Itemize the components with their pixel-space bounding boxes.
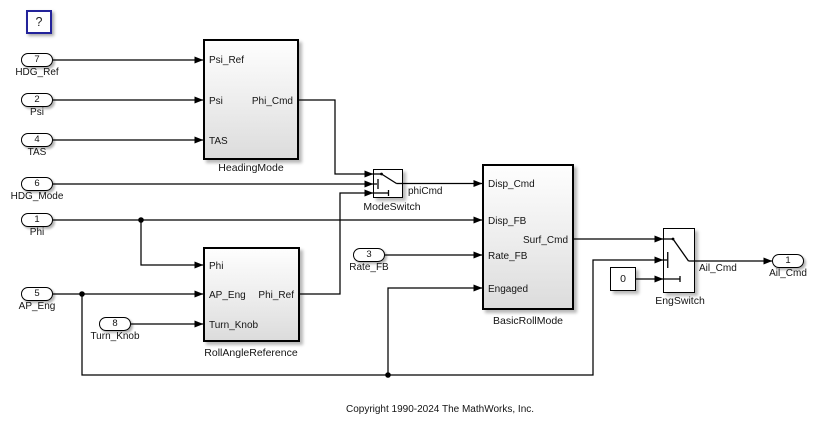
inport-number: 5 [34,288,40,299]
port-label: Phi [209,261,224,272]
inport-number: 4 [34,134,40,145]
help-button[interactable]: ? [26,10,52,34]
outport-number: 1 [785,255,791,266]
wire-ap-eng-feedback[interactable] [81,256,664,376]
port-label: TAS [209,136,228,147]
inport-tas[interactable]: 4 [21,133,53,147]
inport-ap-eng[interactable]: 5 [21,287,53,301]
constant-value: 0 [620,273,626,285]
block-mode-switch[interactable] [372,169,403,198]
inport-label-turn-knob: Turn_Knob [90,331,140,342]
block-name-roll-angle-reference: RollAngleReference [204,347,298,359]
wire-label-ail-cmd: Ail_Cmd [699,263,737,274]
port-label: Disp_FB [488,216,527,227]
outport-label-ail-cmd: Ail_Cmd [769,268,807,279]
port-label: Psi [209,96,223,107]
inport-number: 2 [34,94,40,105]
block-constant-zero[interactable]: 0 [610,267,636,291]
inport-turn-knob[interactable]: 8 [99,317,131,331]
block-name-heading-mode: HeadingMode [218,162,284,174]
inport-number: 3 [366,249,372,260]
port-label: Rate_FB [488,251,528,262]
port-label: Phi_Ref [258,290,294,301]
inport-label-tas: TAS [27,147,47,158]
copyright-text: Copyright 1990-2024 The MathWorks, Inc. [345,404,535,415]
block-eng-switch[interactable] [662,228,695,293]
wire-phi-ref[interactable] [300,189,374,295]
block-basic-roll-mode[interactable]: Disp_Cmd Disp_FB Rate_FB Engaged Surf_Cm… [482,164,574,310]
port-label: Engaged [488,284,529,295]
block-name-eng-switch: EngSwitch [655,295,705,307]
port-label: Turn_Knob [209,320,259,331]
junction-dot-phi [138,217,144,223]
inport-number: 7 [34,54,40,65]
junction-dot-engaged [385,372,391,378]
inport-label-ap-eng: AP_Eng [18,301,56,312]
wire-engaged-branch[interactable] [387,284,483,375]
block-name-mode-switch: ModeSwitch [363,201,421,213]
port-label: AP_Eng [209,290,246,301]
wire-phi-branch[interactable] [140,220,204,269]
inport-hdg-mode[interactable]: 6 [21,177,53,191]
wire-phi-cmd[interactable] [299,99,374,178]
port-label: Surf_Cmd [522,235,568,246]
switch-icon [372,172,403,196]
inport-phi[interactable]: 1 [21,213,53,227]
inport-rate-fb[interactable]: 3 [353,248,385,262]
inport-label-rate-fb: Rate_FB [349,262,389,273]
outport-ail-cmd[interactable]: 1 [772,254,804,268]
switch-icon [662,237,695,282]
port-label: Psi_Ref [209,55,245,66]
wire-label-phicmd: phiCmd [408,186,443,197]
block-roll-angle-reference[interactable]: Phi AP_Eng Turn_Knob Phi_Ref [203,247,300,342]
inport-psi[interactable]: 2 [21,93,53,107]
inport-label-hdg-mode: HDG_Mode [10,191,64,202]
block-heading-mode[interactable]: Psi_Ref Psi TAS Phi_Cmd [203,39,299,160]
inport-number: 1 [34,214,40,225]
inport-hdg-ref[interactable]: 7 [21,53,53,67]
inport-label-psi: Psi [30,107,44,118]
port-label: Phi_Cmd [251,96,293,107]
inport-label-phi: Phi [29,227,45,238]
port-label: Disp_Cmd [488,179,535,190]
inport-number: 8 [112,318,118,329]
junction-dot-ap-eng [79,291,85,297]
block-name-basic-roll-mode: BasicRollMode [492,315,564,327]
inport-label-hdg-ref: HDG_Ref [15,67,59,78]
inport-number: 6 [34,178,40,189]
